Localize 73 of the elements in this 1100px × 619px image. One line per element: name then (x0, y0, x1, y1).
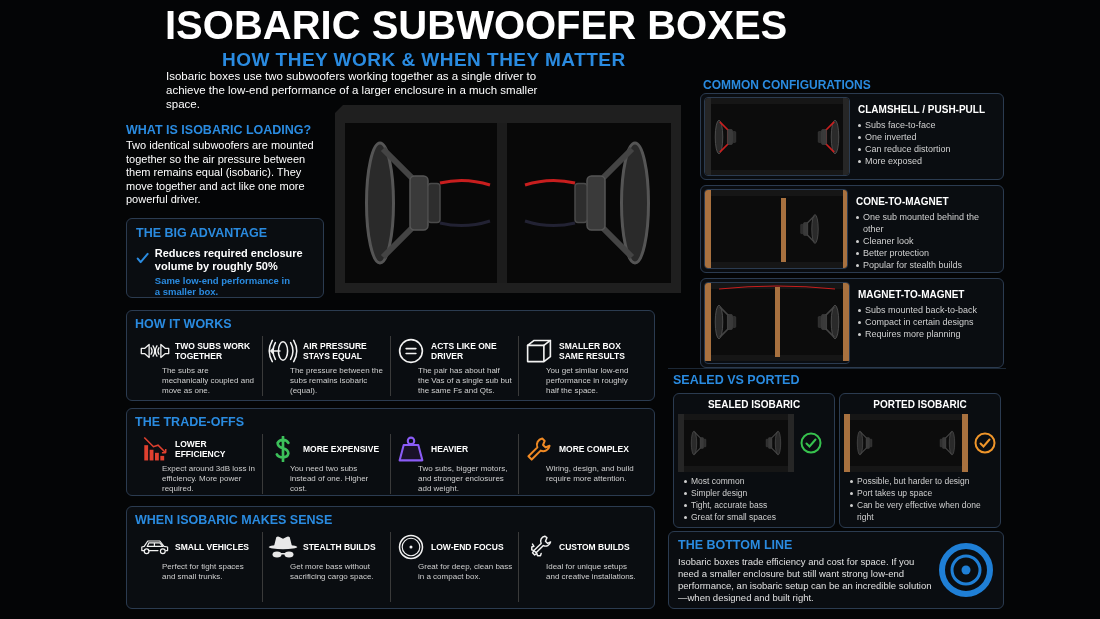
summary-text: Isobaric boxes trade efficiency and cost for space. If you need a smaller enclosure but still want strong low-end performance, an isobaric setup can be an incredible solution—when designed and built right. (678, 556, 933, 605)
card-title: CONE-TO-MAGNET (855, 195, 950, 209)
section-heading: SEALED VS PORTED (673, 372, 801, 389)
bullet-text: Simpler design (691, 486, 748, 499)
body-paragraph: Two identical subwoofers are mounted together so the air pressure between them remains equal (isobaric). They move together and act like one more powerful driver. (126, 139, 315, 207)
section-panel (126, 408, 655, 496)
bullet-text: Popular for stealth builds (862, 259, 962, 271)
feature-description: Two subs, bigger motors, and stronger enclosures add weight. (417, 463, 509, 494)
bullet-text: Most common (691, 474, 745, 487)
feature-description: Wiring, design, and build require more attention. (545, 463, 635, 484)
feature-title: MORE COMPLEX (559, 443, 629, 454)
feature-description: The pair has about half the Vas of a single sub but the same Fs and Qts. (417, 365, 513, 396)
feature-title: MORE EXPENSIVE (303, 443, 380, 454)
feature-description: You need two subs instead of one. Higher cost. (289, 463, 370, 494)
feature-description: Expect around 3dB loss in efficiency. More power required. (161, 463, 256, 494)
feature-title: TWO SUBS WORK TOGETHER (175, 340, 252, 361)
bullet-text: Port takes up space (857, 486, 933, 499)
card-title: SEALED ISOBARIC (706, 397, 802, 412)
section-heading: THE BIG ADVANTAGE (136, 225, 269, 242)
feature-description: Ideal for unique setups and creative installations. (545, 561, 637, 582)
feature-title: LOWER EFFICIENCY (175, 438, 227, 459)
bullet-text: One sub mounted behind the other (862, 211, 981, 235)
bullet-text: Subs face-to-face (865, 119, 936, 131)
section-heading: HOW IT WORKS (135, 316, 233, 333)
section-panel (668, 368, 1006, 528)
subtitle: HOW THEY WORK & WHEN THEY MATTER (222, 48, 626, 72)
feature-title: CUSTOM BUILDS (559, 541, 630, 552)
bullet-text: One inverted (865, 131, 917, 143)
bullet-text: Can reduce distortion (865, 143, 951, 155)
section-panel (126, 310, 655, 401)
feature-description: The pressure between the subs remains isobaric (equal). (289, 365, 384, 396)
feature-title: SMALL VEHICLES (175, 541, 249, 552)
section-heading: COMMON CONFIGURATIONS (703, 77, 871, 94)
bullet-text: Requires more planning (865, 328, 961, 340)
intro-paragraph: Isobaric boxes use two subwoofers working together as a single driver to achieve the low-end performance of a larger enclosure in a much smaller space. (166, 69, 539, 111)
bullet-text: Can be very effective when done right (857, 498, 982, 523)
configuration-card (700, 278, 1004, 368)
bullet-text: Cleaner look (862, 235, 914, 247)
comparison-card (673, 392, 835, 528)
feature-title: STEALTH BUILDS (303, 541, 376, 552)
configuration-card (700, 185, 1004, 273)
card-title: CLAMSHELL / PUSH-PULL (858, 103, 986, 117)
bullet-text: Subs mounted back-to-back (865, 304, 978, 316)
section-heading: WHEN ISOBARIC MAKES SENSE (135, 512, 334, 529)
card-title: PORTED ISOBARIC (872, 397, 968, 412)
section-heading: THE BOTTOM LINE (678, 536, 794, 554)
feature-description: You get similar low-end performance in roughly half the space. (545, 365, 630, 396)
summary-panel (668, 531, 1004, 609)
bullet-text: Better protection (862, 247, 929, 259)
bullet-text: More exposed (865, 155, 923, 167)
feature-title: ACTS LIKE ONE DRIVER (431, 340, 498, 361)
main-title: ISOBARIC SUBWOOFER BOXES (165, 2, 788, 48)
comparison-card (839, 392, 1001, 528)
section-heading: THE TRADE-OFFS (135, 414, 246, 431)
bullet-text: Compact in certain designs (865, 316, 974, 328)
bullet-text: Great for small spaces (691, 510, 777, 523)
section-heading: WHAT IS ISOBARIC LOADING? (126, 122, 312, 139)
advantage-text: Reduces required enclosure volume by roughly 50% (154, 246, 304, 273)
feature-title: AIR PRESSURE STAYS EQUAL (303, 340, 368, 361)
advantage-note: Same low-end performance in a smaller box. (154, 274, 291, 297)
feature-description: Perfect for tight spaces and small trunks. (161, 561, 245, 582)
section-panel (126, 506, 655, 609)
feature-description: Get more bass without sacrificing cargo space. (289, 561, 375, 582)
feature-title: LOW-END FOCUS (431, 541, 504, 552)
bullet-text: Possible, but harder to design (857, 474, 970, 487)
card-title: MAGNET-TO-MAGNET (858, 288, 966, 302)
info-panel (126, 218, 324, 298)
feature-title: HEAVIER (431, 443, 469, 454)
feature-title: SMALLER BOX SAME RESULTS (559, 340, 626, 361)
feature-description: The subs are mechanically coupled and move as one. (161, 365, 256, 396)
configuration-card (700, 93, 1004, 180)
bullet-text: Tight, accurate bass (691, 498, 768, 511)
feature-description: Great for deep, clean bass in a compact box. (417, 561, 513, 582)
